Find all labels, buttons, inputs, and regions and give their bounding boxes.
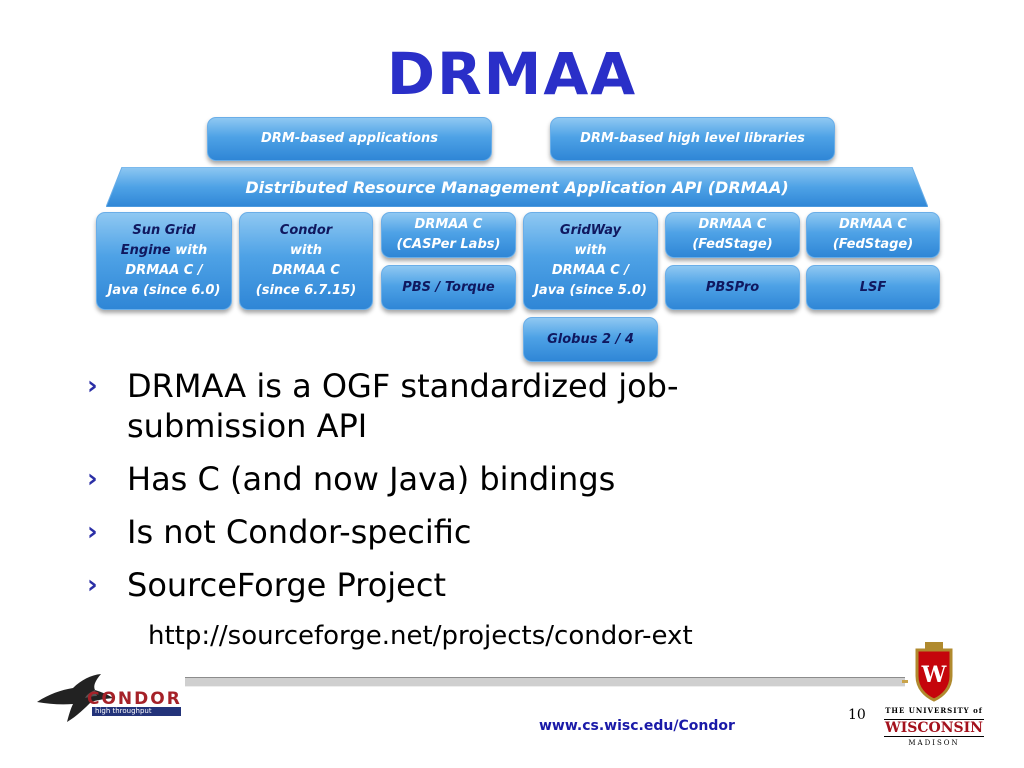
fedstage-1-box: DRMAA C (FedStage) [665, 212, 800, 258]
slide-title: DRMAA [386, 40, 638, 108]
fedstage-1-line1: DRMAA C [698, 217, 767, 232]
sge-line4: Java (since 6.0) [107, 283, 221, 298]
bullet-text: DRMAA is a OGF standardized job-submissi… [127, 367, 679, 445]
footer-divider [185, 677, 905, 687]
bullet-item: › DRMAA is a OGF standardized job-submiss… [85, 366, 805, 446]
fedstage-2-box: DRMAA C (FedStage) [806, 212, 940, 258]
condor-box: Condor with DRMAA C (since 6.7.15) [239, 212, 373, 310]
uw-wordmark: WISCONSIN [884, 719, 984, 737]
sge-line3: DRMAA C / [125, 263, 203, 278]
fedstage-2-line1: DRMAA C [839, 217, 907, 232]
condor-line3: DRMAA C [272, 263, 340, 278]
fedstage-2-line2: (FedStage) [832, 237, 914, 252]
bullet-text: Is not Condor-specific [127, 513, 472, 551]
drmaa-api-band: Distributed Resource Management Applicat… [106, 167, 928, 207]
condor-bird-logo-icon [37, 674, 113, 722]
globus-box: Globus 2 / 4 [523, 317, 658, 362]
casper-line2: (CASPer Labs) [396, 237, 501, 252]
bullet-text: Has C (and now Java) bindings [127, 460, 616, 498]
uw-crest-letter: W [921, 662, 947, 688]
pbspro-box: PBSPro [665, 265, 800, 310]
drm-libraries-box: DRM-based high level libraries [550, 117, 835, 161]
condor-name: Condor [279, 223, 333, 238]
condor-wordmark: CONDOR [87, 689, 182, 709]
api-band-shape [106, 167, 928, 207]
drm-applications-label: DRM-based applications [261, 131, 438, 146]
globus-label: Globus 2 / 4 [547, 331, 634, 347]
gridway-line4: Java (since 5.0) [534, 283, 647, 298]
uw-crest-icon: W [915, 642, 953, 702]
lsf-box: LSF [806, 265, 940, 310]
gridway-box: GridWay with DRMAA C / Java (since 5.0) [523, 212, 658, 310]
condor-line2: with [290, 243, 322, 258]
pbspro-label: PBSPro [705, 279, 760, 295]
gridway-line2: with [574, 243, 607, 258]
bullet-item: › Has C (and now Java) bindings [85, 459, 805, 499]
sge-with: with [170, 243, 208, 258]
bullet-list: › DRMAA is a OGF standardized job-submiss… [85, 366, 805, 618]
condor-tagline: high throughput computing [92, 707, 181, 724]
drm-libraries-label: DRM-based high level libraries [580, 131, 805, 146]
bullet-text: SourceForge Project [127, 566, 446, 604]
pbs-torque-box: PBS / Torque [381, 265, 516, 310]
sge-box: Sun Grid Engine with DRMAA C / Java (sin… [96, 212, 232, 310]
sge-name-1: Sun Grid [132, 223, 196, 238]
lsf-label: LSF [859, 279, 887, 295]
uw-madison: MADISON [908, 739, 960, 747]
bullet-item: › Is not Condor-specific [85, 512, 805, 552]
sge-name-2: Engine [120, 243, 171, 258]
page-number: 10 [848, 707, 866, 723]
bullet-arrow-icon: › [87, 464, 98, 494]
fedstage-1-line2: (FedStage) [692, 237, 773, 252]
bullet-item: › SourceForge Project [85, 565, 805, 605]
bullet-arrow-icon: › [87, 570, 98, 600]
bullet-arrow-icon: › [87, 517, 98, 547]
drm-applications-box: DRM-based applications [207, 117, 492, 161]
casper-line1: DRMAA C [414, 217, 483, 232]
sourceforge-link[interactable]: http://sourceforge.net/projects/condor-e… [148, 621, 693, 651]
gridway-line3: DRMAA C / [551, 263, 630, 278]
condor-line4: (since 6.7.15) [255, 283, 357, 298]
pbs-torque-label: PBS / Torque [402, 279, 495, 295]
footer-url[interactable]: www.cs.wisc.edu/Condor [539, 718, 735, 734]
footer-divider-end [902, 680, 908, 683]
gridway-name: GridWay [559, 223, 622, 238]
api-band-label: Distributed Resource Management Applicat… [245, 177, 789, 197]
bullet-arrow-icon: › [87, 371, 98, 401]
casper-box: DRMAA C (CASPer Labs) [381, 212, 516, 258]
uw-the-university: THE UNIVERSITY of [885, 706, 983, 715]
